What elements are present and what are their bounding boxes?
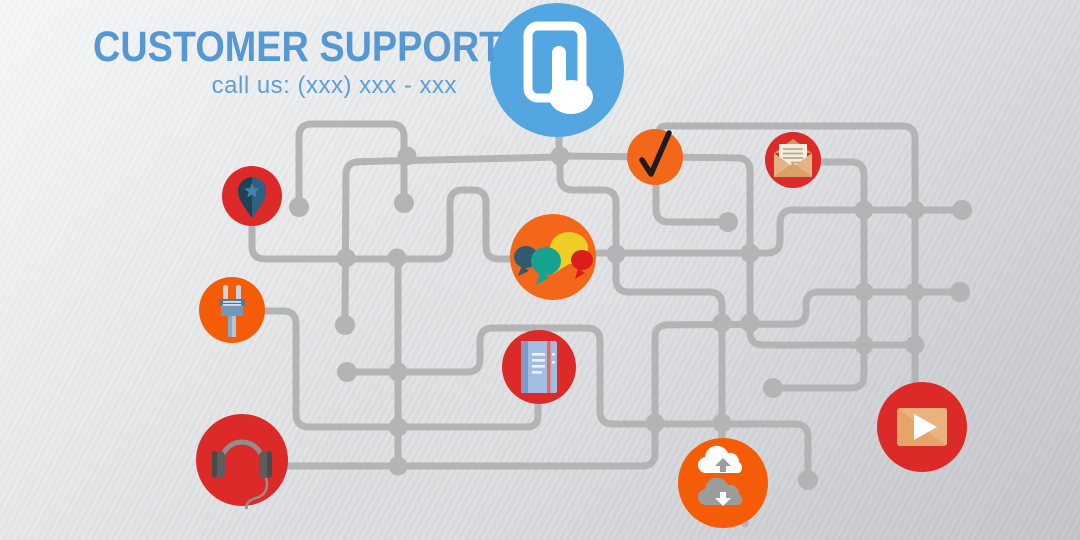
notebook-icon	[521, 341, 557, 393]
junction-dot	[550, 146, 570, 166]
connector-check-branch	[652, 181, 732, 226]
junction-dot	[388, 417, 408, 437]
junction-dot	[905, 200, 925, 220]
connector-plug-to-notebook	[262, 307, 542, 431]
endpoint-dot	[394, 193, 414, 213]
mail-open-icon	[773, 138, 813, 178]
node-plug	[199, 277, 265, 343]
connector-top-left-arch	[295, 120, 408, 211]
junction-dot	[905, 282, 925, 302]
node-cloud-sync	[678, 438, 768, 528]
junction-dot	[645, 413, 665, 433]
junction-dot	[740, 313, 760, 333]
endpoint-dot	[718, 212, 738, 232]
junction-dot	[388, 362, 408, 382]
page-subtitle: call us: (xxx) xxx - xxx	[211, 72, 457, 100]
connector-headphone-long-run	[284, 288, 964, 470]
endpoint-dot	[950, 282, 970, 302]
connector-pin-to-chat	[248, 186, 520, 263]
node-map-pin	[222, 166, 282, 226]
junction-dot	[397, 146, 417, 166]
endpoint-dot	[337, 362, 357, 382]
node-checkmark	[627, 129, 683, 185]
junction-dot	[387, 248, 407, 268]
junction-dot	[712, 313, 732, 333]
node-chat-bubbles	[510, 214, 596, 300]
endpoint-dot	[952, 200, 972, 220]
node-notebook	[502, 330, 576, 404]
junction-dot	[854, 200, 874, 220]
endpoint-dot	[798, 470, 818, 490]
node-headphones	[196, 414, 288, 509]
checkmark-circle	[627, 129, 683, 185]
junction-dot	[854, 335, 874, 355]
connector-mail-down-run	[769, 158, 868, 392]
junction-dot	[712, 413, 732, 433]
endpoint-dot	[335, 315, 355, 335]
junction-dot	[388, 456, 408, 476]
page-title: CUSTOMER SUPPORT	[93, 23, 503, 71]
connector-left-tee-run	[341, 153, 564, 329]
node-mail-open	[765, 132, 821, 188]
node-tablet-touch	[490, 3, 624, 137]
junction-dot	[336, 248, 356, 268]
junction-dot	[854, 282, 874, 302]
connector-notebook-arch	[343, 324, 812, 484]
junction-dot	[740, 243, 760, 263]
junction-dot	[606, 244, 626, 264]
header: CUSTOMER SUPPORT call us: (xxx) xxx - xx…	[93, 23, 503, 100]
junction-dot	[905, 335, 925, 355]
connector-chat-right-run	[592, 206, 966, 257]
connector-bridge-to-cloud	[556, 152, 726, 442]
endpoint-dot	[763, 378, 783, 398]
node-video-play	[877, 382, 967, 472]
headphones-circle	[196, 414, 288, 506]
video-play-icon	[897, 408, 947, 446]
endpoint-dot	[289, 197, 309, 217]
